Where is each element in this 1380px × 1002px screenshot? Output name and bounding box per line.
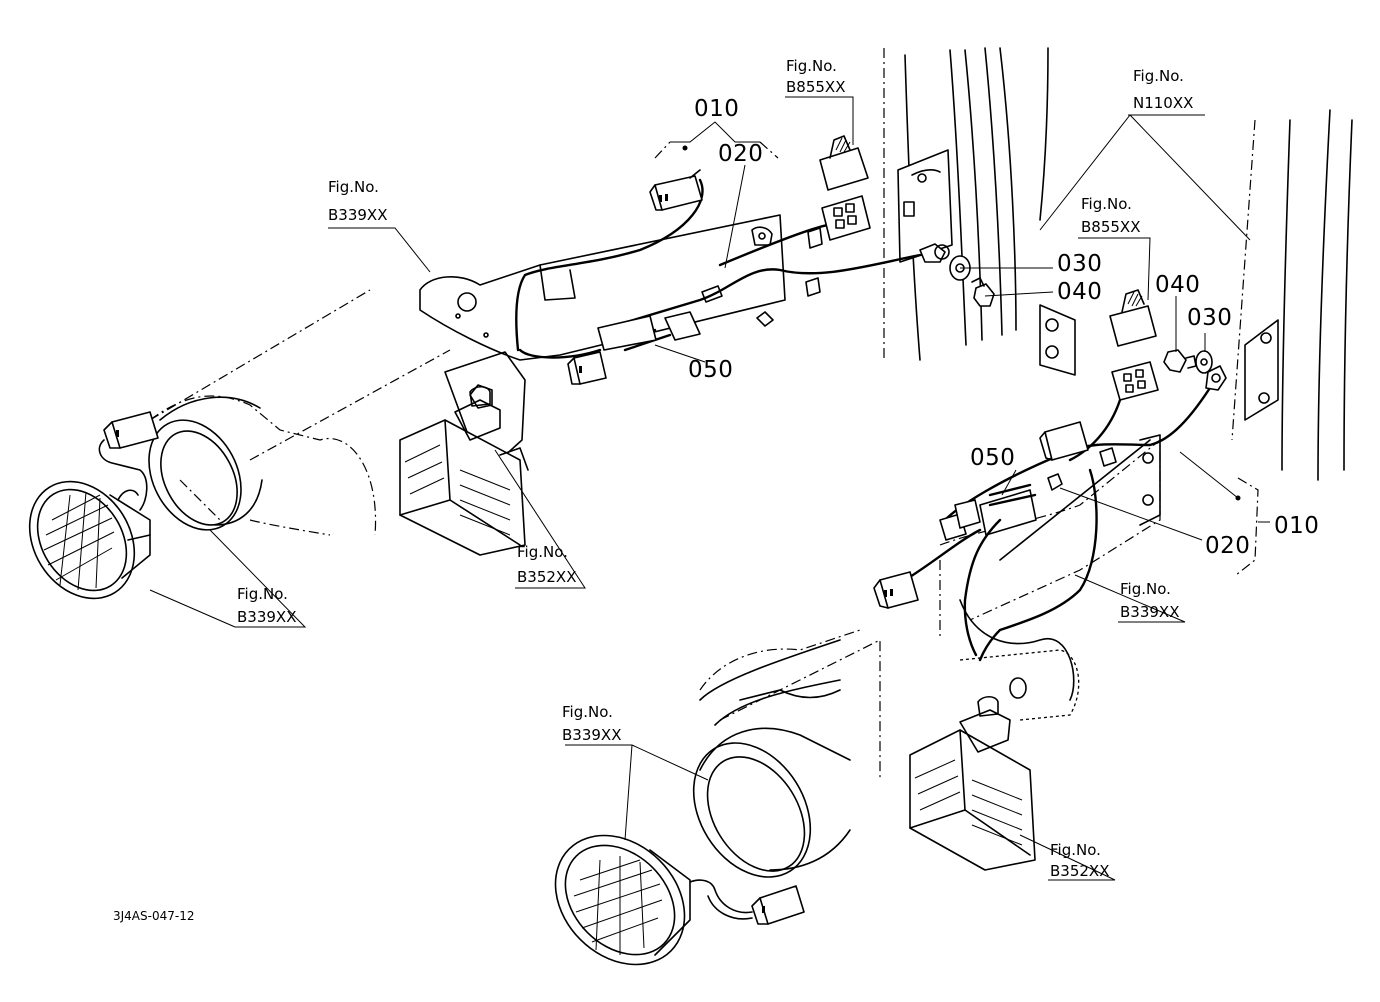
right-washer-bolt <box>1163 349 1213 374</box>
svg-text:N110XX: N110XX <box>1133 94 1193 112</box>
fig-ref-b339-left-bottom: Fig.No. B339XX <box>237 585 296 626</box>
left-lamp-housing-outline <box>148 289 451 536</box>
right-bracket-assembly <box>939 434 1161 721</box>
bottom-lamp-housing-outline <box>692 629 881 878</box>
svg-text:Fig.No.: Fig.No. <box>1133 67 1184 85</box>
part-number-050-right: 050 <box>970 445 1015 471</box>
top-connector-b855 <box>819 135 871 241</box>
bottom-flood-lamp <box>909 695 1036 871</box>
part-number-010-left: 010 <box>694 96 739 122</box>
fig-ref-b339-right: Fig.No. B339XX <box>1120 580 1179 621</box>
fig-ref-b855-top: Fig.No. B855XX <box>786 57 845 96</box>
cab-pillar-center <box>883 47 1076 376</box>
svg-text:Fig.No.: Fig.No. <box>786 57 837 75</box>
part-number-030-right: 030 <box>1187 305 1232 331</box>
svg-text:B855XX: B855XX <box>1081 218 1140 236</box>
part-number-040-center: 040 <box>1057 279 1102 305</box>
svg-text:Fig.No.: Fig.No. <box>328 178 379 196</box>
left-flood-lamp <box>399 385 529 556</box>
left-connector-plug <box>98 411 159 511</box>
cab-pillar-right <box>1231 109 1353 481</box>
part-number-030-center: 030 <box>1057 251 1102 277</box>
svg-text:Fig.No.: Fig.No. <box>562 703 613 721</box>
part-number-050-left: 050 <box>688 357 733 383</box>
fig-ref-b339-left-top: Fig.No. B339XX <box>328 178 387 224</box>
svg-text:Fig.No.: Fig.No. <box>1081 195 1132 213</box>
fig-ref-b352-left: Fig.No. B352XX <box>517 543 576 586</box>
part-number-040-right: 040 <box>1155 272 1200 298</box>
left-work-light <box>28 480 151 600</box>
center-washer-bolt <box>949 255 995 307</box>
svg-text:B855XX: B855XX <box>786 78 845 96</box>
right-wire-harness <box>873 361 1227 662</box>
bottom-connector-plug <box>689 879 805 925</box>
svg-text:Fig.No.: Fig.No. <box>1120 580 1171 598</box>
svg-text:Fig.No.: Fig.No. <box>1050 841 1101 859</box>
svg-text:B352XX: B352XX <box>1050 862 1109 880</box>
fig-ref-b339-bottom: Fig.No. B339XX <box>562 703 621 744</box>
fig-ref-b352-bottom: Fig.No. B352XX <box>1050 841 1109 880</box>
leader-lines <box>149 96 1270 881</box>
drawing-code: 3J4AS-047-12 <box>113 909 194 923</box>
svg-text:B339XX: B339XX <box>237 608 296 626</box>
svg-text:Fig.No.: Fig.No. <box>517 543 568 561</box>
left-wire-harness <box>515 169 950 385</box>
part-number-010-right: 010 <box>1274 513 1319 539</box>
part-number-020-right: 020 <box>1205 533 1250 559</box>
svg-text:B339XX: B339XX <box>328 206 387 224</box>
svg-text:Fig.No.: Fig.No. <box>237 585 288 603</box>
fig-ref-n110: Fig.No. N110XX <box>1133 67 1193 112</box>
svg-text:B339XX: B339XX <box>562 726 621 744</box>
fig-ref-b855-right: Fig.No. B855XX <box>1081 195 1140 236</box>
svg-text:B352XX: B352XX <box>517 568 576 586</box>
svg-text:B339XX: B339XX <box>1120 603 1179 621</box>
part-number-020-left: 020 <box>718 141 763 167</box>
right-connector-b855 <box>1109 289 1157 347</box>
bottom-work-light <box>554 834 691 966</box>
